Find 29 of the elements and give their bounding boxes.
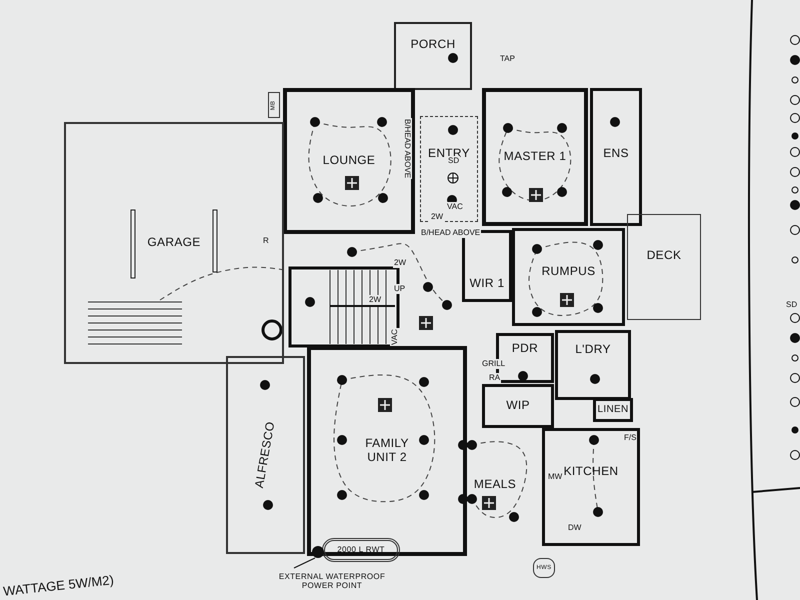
switch-label: 2W [430, 212, 444, 222]
smoke-detector-label: SD [447, 156, 460, 166]
appliance-label: DW [567, 523, 582, 533]
room-outline: MASTER 1 [482, 88, 588, 226]
room-outline: PORCH [394, 22, 472, 90]
room-outline: DECK [627, 214, 701, 320]
appliance-label: RA [488, 373, 502, 383]
room-outline: LINEN [593, 398, 633, 422]
remote-label: R [262, 236, 270, 246]
bulkhead-note: B/HEAD ABOVE [420, 228, 482, 238]
vacuum-point-label: VAC [390, 328, 400, 346]
room-outline: RUMPUS [512, 228, 625, 326]
room-outline: WIP [482, 384, 554, 428]
vacuum-point-label: VAC [446, 202, 464, 212]
stair-direction-label: UP [393, 284, 406, 294]
switch-label: 2W [368, 295, 382, 305]
appliance-label: MW [547, 472, 564, 482]
callout-text: EXTERNAL WATERPROOF POWER POINT [272, 566, 392, 596]
appliance-label: GRILL [481, 359, 506, 369]
power-point-symbol [312, 546, 324, 558]
bulkhead-note: B/HEAD ABOVE [402, 118, 412, 180]
room-outline: ALFRESCO [226, 356, 305, 554]
room-outline: L'DRY [555, 330, 631, 400]
symbol-label: SD [785, 300, 798, 310]
switch-label: 2W [393, 258, 407, 268]
room-outline: ENS [590, 88, 642, 226]
tap-label: TAP [499, 54, 516, 64]
appliance-label: F/S [623, 433, 638, 443]
leader-line [294, 558, 316, 568]
